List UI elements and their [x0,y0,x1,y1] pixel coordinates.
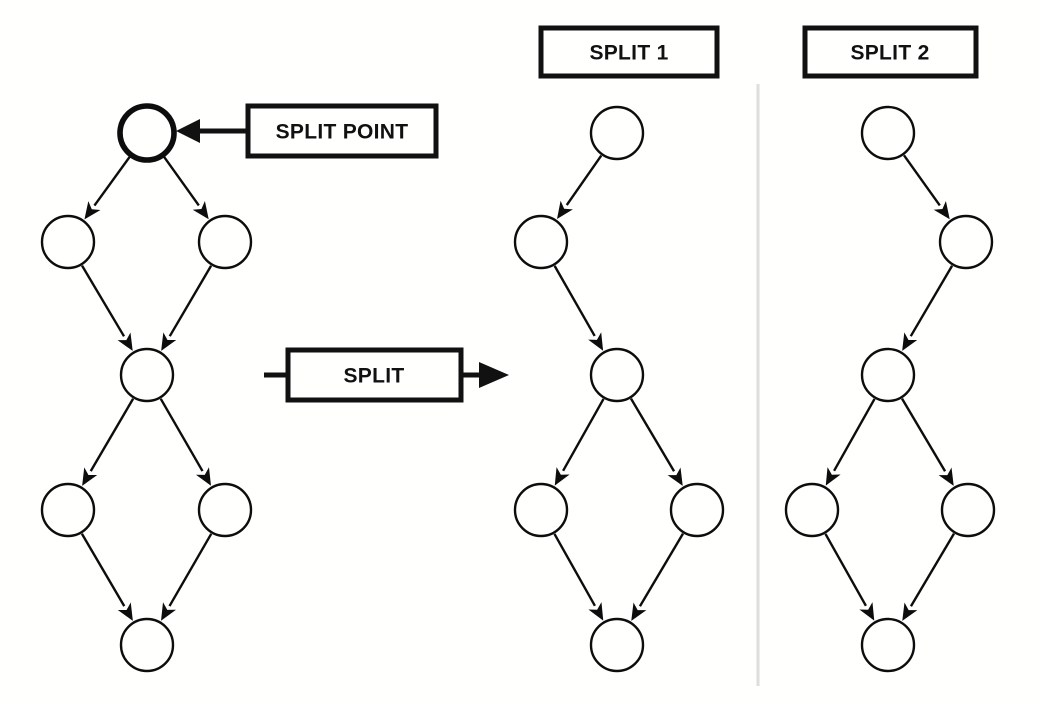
graph-node[interactable] [589,347,645,403]
graph-node[interactable] [119,347,175,403]
split-two-graph-edge [824,533,875,621]
edge-arrowhead [117,332,133,351]
split-one-graph-edge [631,533,685,621]
edge-arrowhead [84,201,101,220]
source-graph-edge [81,265,133,351]
edges-layer [80,154,956,621]
graph-node[interactable] [513,214,569,270]
split-two-graph-edge [902,265,954,351]
edge-arrowhead [117,602,133,621]
split-point-node[interactable] [117,103,177,163]
split-operation-label: SPLIT [285,347,464,403]
edge-arrowhead [195,467,211,486]
edge-arrowhead [588,332,604,351]
source-graph-edge [162,155,209,220]
graph-node[interactable] [513,482,569,538]
split-two-header-text: SPLIT 2 [850,42,929,65]
source-graph-edge [82,398,135,486]
source-graph-edge [84,155,132,220]
split-two-graph-edge [900,398,954,486]
graph-node[interactable] [860,617,916,673]
edge-arrowhead [933,201,950,220]
split-one-graph-edge [554,398,605,486]
edge-arrowhead [554,467,570,486]
split-operation-label-box [285,347,464,403]
split-one-header-box [538,25,720,79]
graph-node[interactable] [940,482,996,538]
graph-node[interactable] [40,214,96,270]
edge-arrowhead [902,332,918,351]
split-point-label: SPLIT POINT [245,103,439,159]
graph-node[interactable] [589,105,645,161]
split-two-header: SPLIT 2 [802,25,979,79]
graph-node[interactable] [938,214,994,270]
edge-arrowhead [902,602,918,621]
edge-arrowhead [557,200,573,220]
split-two-graph-edge [902,533,956,621]
graph-node[interactable] [589,617,645,673]
edge-arrowhead [667,467,683,486]
edge-arrowhead [631,602,647,621]
nodes-layer [40,103,996,673]
graph-node[interactable] [197,482,253,538]
split-two-header-box [802,25,979,79]
split-point-pointer-arrowhead [176,119,200,143]
split-one-header-text: SPLIT 1 [589,42,668,65]
source-graph-edge [161,265,213,351]
graph-node[interactable] [860,347,916,403]
graph-node[interactable] [669,482,725,538]
edge-arrowhead [82,467,98,486]
graph-node[interactable] [40,482,96,538]
edge-arrowhead [161,332,177,351]
split-one-graph-edge [553,265,604,351]
split-one-header: SPLIT 1 [538,25,720,79]
split-point-label-box [245,103,439,159]
split-one-graph-edge [553,533,604,621]
graph-node[interactable] [784,482,840,538]
source-graph-edge [161,533,213,621]
split-operation-label-text: SPLIT [343,365,404,388]
source-graph-edge [159,398,211,486]
edge-arrowhead [161,602,177,621]
graph-node[interactable] [119,617,175,673]
split-one-graph-edge [629,398,683,486]
edge-arrowhead [192,201,209,220]
split-point-label-text: SPLIT POINT [276,121,409,144]
edge-arrowhead [825,467,841,486]
edge-arrowhead [938,467,954,486]
edge-arrowhead [588,602,604,621]
graph-node[interactable] [860,105,916,161]
split-two-graph-edge [903,154,950,220]
edge-arrowhead [859,602,875,621]
split-two-graph-edge [825,398,876,486]
split-operation-outlet-arrowhead [479,362,509,388]
split-one-graph-edge [557,154,603,220]
source-graph-edge [80,533,133,621]
graph-node[interactable] [197,214,253,270]
